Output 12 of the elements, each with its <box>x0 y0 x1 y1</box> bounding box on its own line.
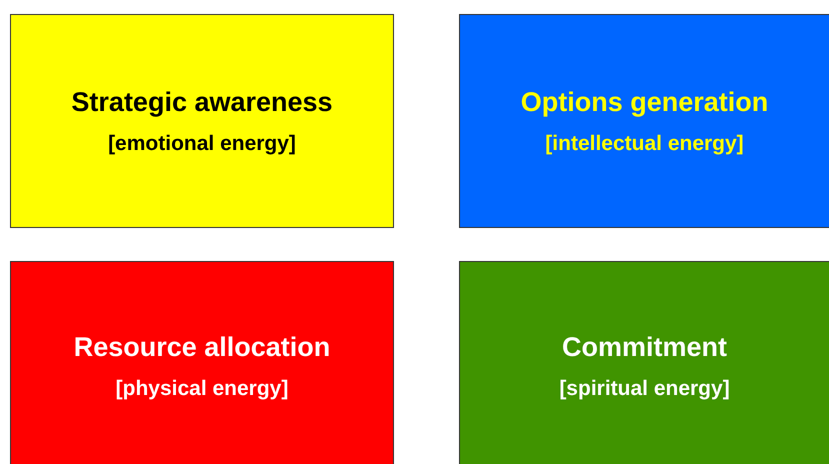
box-heading: Strategic awareness <box>71 86 333 118</box>
box-subheading: [intellectual energy] <box>545 132 744 156</box>
colored-box <box>459 261 829 464</box>
box-heading: Commitment <box>562 332 727 362</box>
box-heading: Resource allocation <box>74 332 330 362</box>
colored-box <box>10 14 394 228</box>
box-subheading: [physical energy] <box>116 376 288 400</box>
colored-box <box>10 261 394 464</box>
box-heading: Options generation <box>520 86 768 118</box>
box-subheading: [emotional energy] <box>108 132 296 156</box>
box-subheading: [spiritual energy] <box>559 376 730 400</box>
colored-box <box>459 14 829 228</box>
